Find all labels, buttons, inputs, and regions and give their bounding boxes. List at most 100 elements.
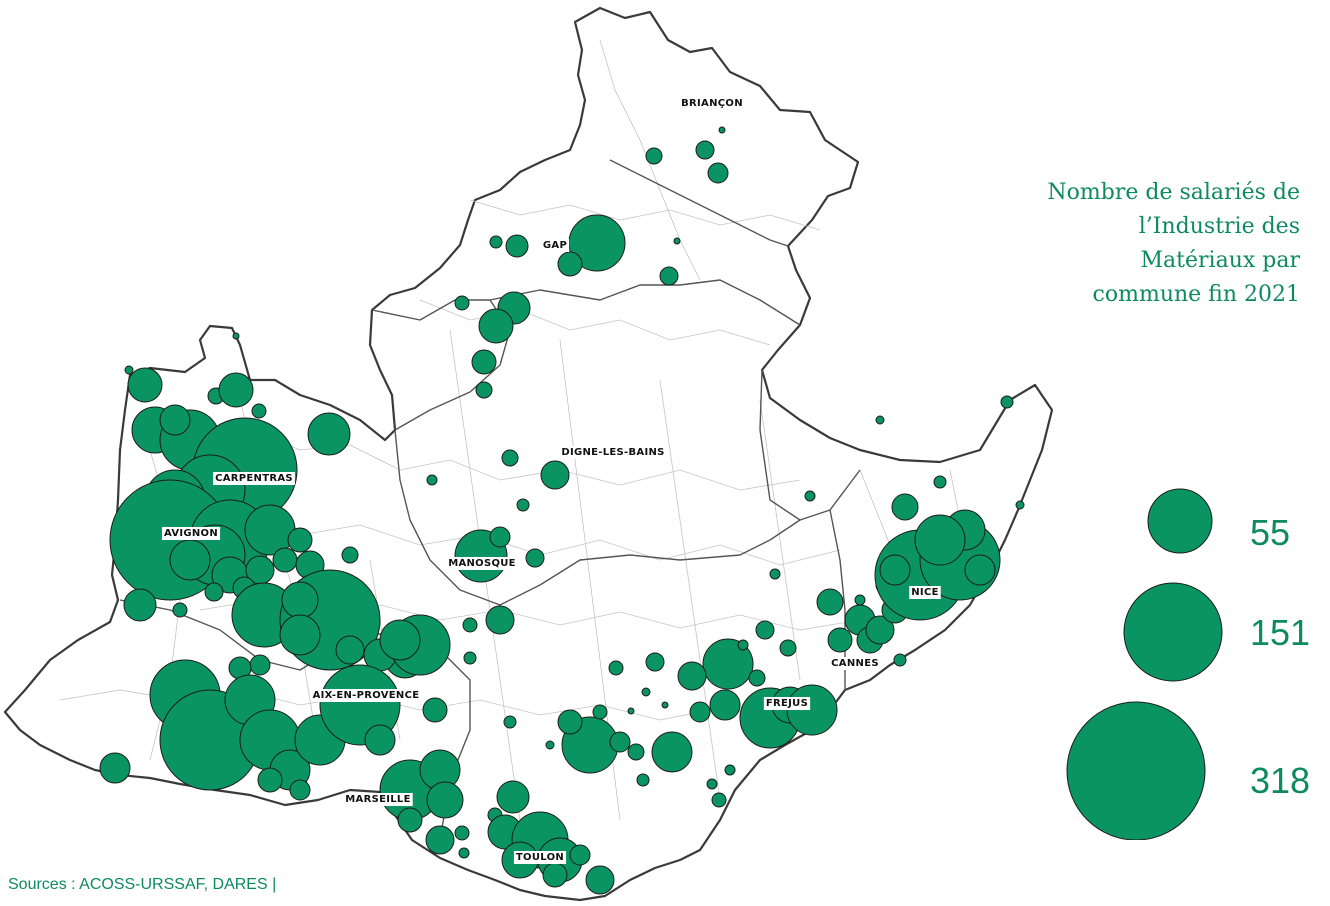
commune-bubble	[422, 697, 448, 723]
commune-bubble	[816, 588, 844, 616]
legend-title: Nombre de salariés de l’Industrie des Ma…	[970, 176, 1300, 312]
commune-bubble	[127, 367, 163, 403]
commune-bubble	[627, 743, 645, 761]
city-label-text: TOULON	[516, 852, 564, 863]
city-label: CARPENTRAS	[213, 472, 295, 485]
commune-bubble	[879, 554, 911, 586]
commune-bubble	[489, 235, 503, 249]
city-label-text: BRIANÇON	[681, 98, 743, 109]
commune-bubble	[169, 539, 211, 581]
city-label-text: AVIGNON	[164, 528, 218, 539]
commune-bubble	[689, 701, 711, 723]
commune-bubble	[454, 295, 470, 311]
commune-bubble	[287, 527, 313, 553]
commune-bubble	[454, 825, 470, 841]
commune-bubble	[865, 615, 895, 645]
commune-bubble	[335, 635, 365, 665]
commune-bubble	[364, 724, 396, 756]
city-label: AVIGNON	[161, 527, 221, 540]
commune-bubble	[478, 308, 514, 344]
commune-bubble	[172, 602, 188, 618]
legend-title-line-2: l’Industrie des	[1138, 214, 1300, 239]
city-label-background	[161, 527, 221, 540]
commune-bubble	[748, 669, 766, 687]
commune-bubble	[875, 415, 885, 425]
city-labels-layer: BRIANÇONGAPDIGNE-LES-BAINSCARPENTRASAVIG…	[161, 97, 941, 864]
commune-bubble	[249, 654, 271, 676]
commune-bubble	[397, 807, 423, 833]
commune-bubble	[645, 652, 665, 672]
commune-bubble	[769, 568, 781, 580]
city-label: FREJUS	[763, 697, 811, 710]
commune-bubble	[933, 475, 947, 489]
legend-value-large: 318	[1250, 760, 1311, 801]
commune-bubble	[1015, 500, 1025, 510]
commune-bubble	[1000, 395, 1014, 409]
commune-bubble	[458, 847, 470, 859]
commune-bubble	[893, 653, 907, 667]
commune-bubble	[501, 449, 519, 467]
commune-bubble	[695, 140, 715, 160]
city-label-background	[909, 586, 941, 599]
commune-bubble	[645, 147, 663, 165]
legend-title-line-4: commune fin 2021	[1092, 282, 1300, 307]
commune-bubble	[426, 474, 438, 486]
commune-bubble	[914, 514, 966, 566]
commune-bubble	[218, 372, 254, 408]
commune-bubble	[608, 660, 624, 676]
commune-bubble	[755, 620, 775, 640]
commune-bubble	[827, 627, 853, 653]
commune-bubble	[854, 594, 866, 606]
commune-bubble	[706, 778, 718, 790]
city-label: BRIANÇON	[679, 97, 745, 110]
commune-bubble	[379, 619, 421, 661]
city-label-background	[679, 97, 745, 110]
commune-bubble	[123, 588, 157, 622]
city-label-text: NICE	[911, 587, 938, 598]
city-label-background	[310, 689, 422, 702]
commune-bubble	[891, 493, 919, 521]
commune-bubble	[425, 825, 455, 855]
city-label-text: MANOSQUE	[448, 558, 516, 569]
commune-bubble	[279, 614, 321, 656]
commune-bubble	[503, 715, 517, 729]
commune-bubble	[964, 554, 996, 586]
commune-bubble	[557, 251, 583, 277]
commune-bubble	[516, 498, 530, 512]
legend-bubble-small	[1147, 488, 1213, 554]
commune-bubble	[545, 740, 555, 750]
commune-bubble	[609, 731, 631, 753]
commune-bubble	[272, 547, 298, 573]
city-label-background	[763, 697, 811, 710]
commune-bubble	[99, 752, 131, 784]
commune-bubble	[489, 526, 511, 548]
commune-bubble	[636, 773, 650, 787]
commune-bubble	[724, 764, 736, 776]
legend-bubble-medium	[1123, 582, 1223, 682]
commune-bubble	[505, 234, 529, 258]
commune-bubble	[627, 707, 635, 715]
commune-bubble	[702, 638, 754, 690]
city-label-text: DIGNE-LES-BAINS	[561, 447, 664, 458]
commune-bubble	[707, 162, 729, 184]
commune-bubble	[204, 582, 224, 602]
commune-bubble	[124, 365, 134, 375]
city-label-background	[213, 472, 295, 485]
source-footer: Sources : ACOSS-URSSAF, DARES |	[8, 876, 277, 893]
commune-bubble	[673, 237, 681, 245]
commune-bubble	[462, 617, 478, 633]
city-label-text: CARPENTRAS	[215, 473, 293, 484]
commune-bubble	[711, 792, 727, 808]
city-label-background	[559, 446, 667, 459]
commune-bubble	[677, 661, 707, 691]
commune-bubble	[257, 767, 283, 793]
commune-bubble	[525, 548, 545, 568]
commune-bubble	[557, 709, 583, 735]
city-label: CANNES	[829, 657, 881, 670]
commune-bubble	[463, 651, 477, 665]
commune-bubble	[307, 412, 351, 456]
commune-bubble	[737, 639, 749, 651]
city-label-text: CANNES	[831, 658, 879, 669]
city-label-background	[829, 657, 881, 670]
